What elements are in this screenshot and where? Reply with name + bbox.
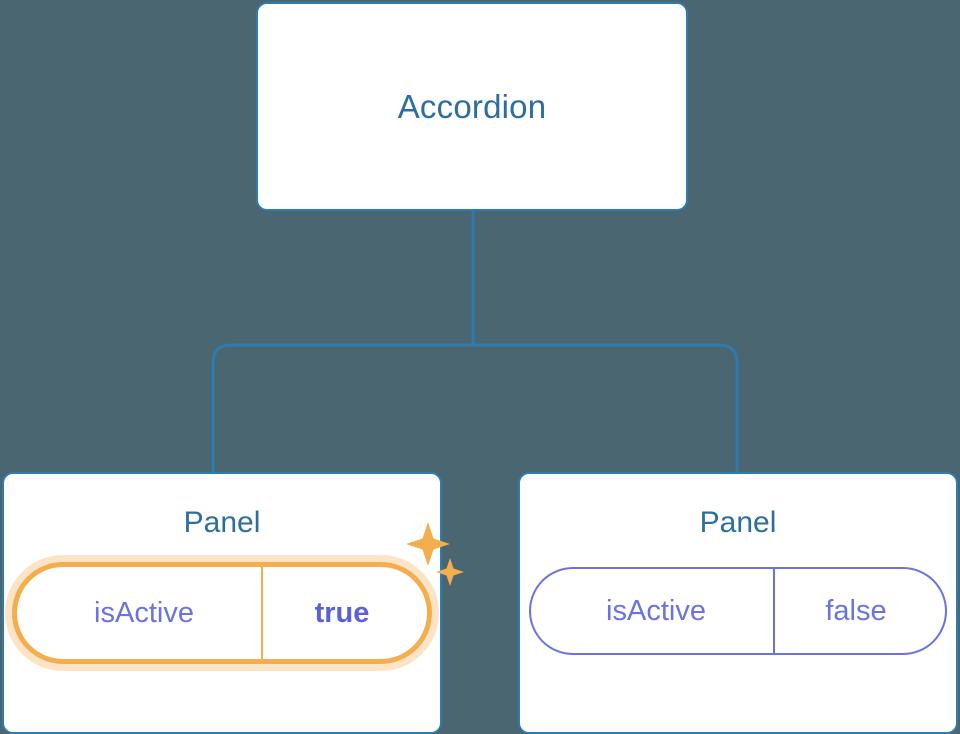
node-card-panel-left[interactable]: Panel isActive true bbox=[2, 472, 464, 734]
prop-pill[interactable]: isActive true bbox=[12, 562, 432, 664]
node-title: Panel bbox=[699, 506, 777, 539]
prop-pill-highlighted[interactable]: isActive true bbox=[12, 522, 464, 664]
connector-branch-right bbox=[473, 343, 739, 474]
prop-key: isActive bbox=[94, 596, 194, 629]
node-card-panel-right[interactable]: Panel isActive false bbox=[518, 472, 958, 734]
prop-value: false bbox=[773, 569, 945, 653]
prop-key: isActive bbox=[606, 594, 706, 627]
node-title: Accordion bbox=[397, 88, 547, 125]
connector-branch-left bbox=[211, 343, 473, 474]
prop-pill[interactable]: isActive false bbox=[529, 567, 947, 655]
prop-pill-plain[interactable]: isActive false bbox=[529, 567, 947, 655]
node-title: Panel bbox=[183, 506, 261, 539]
node-card-accordion[interactable]: Accordion bbox=[256, 2, 688, 211]
prop-value: true bbox=[261, 567, 427, 659]
